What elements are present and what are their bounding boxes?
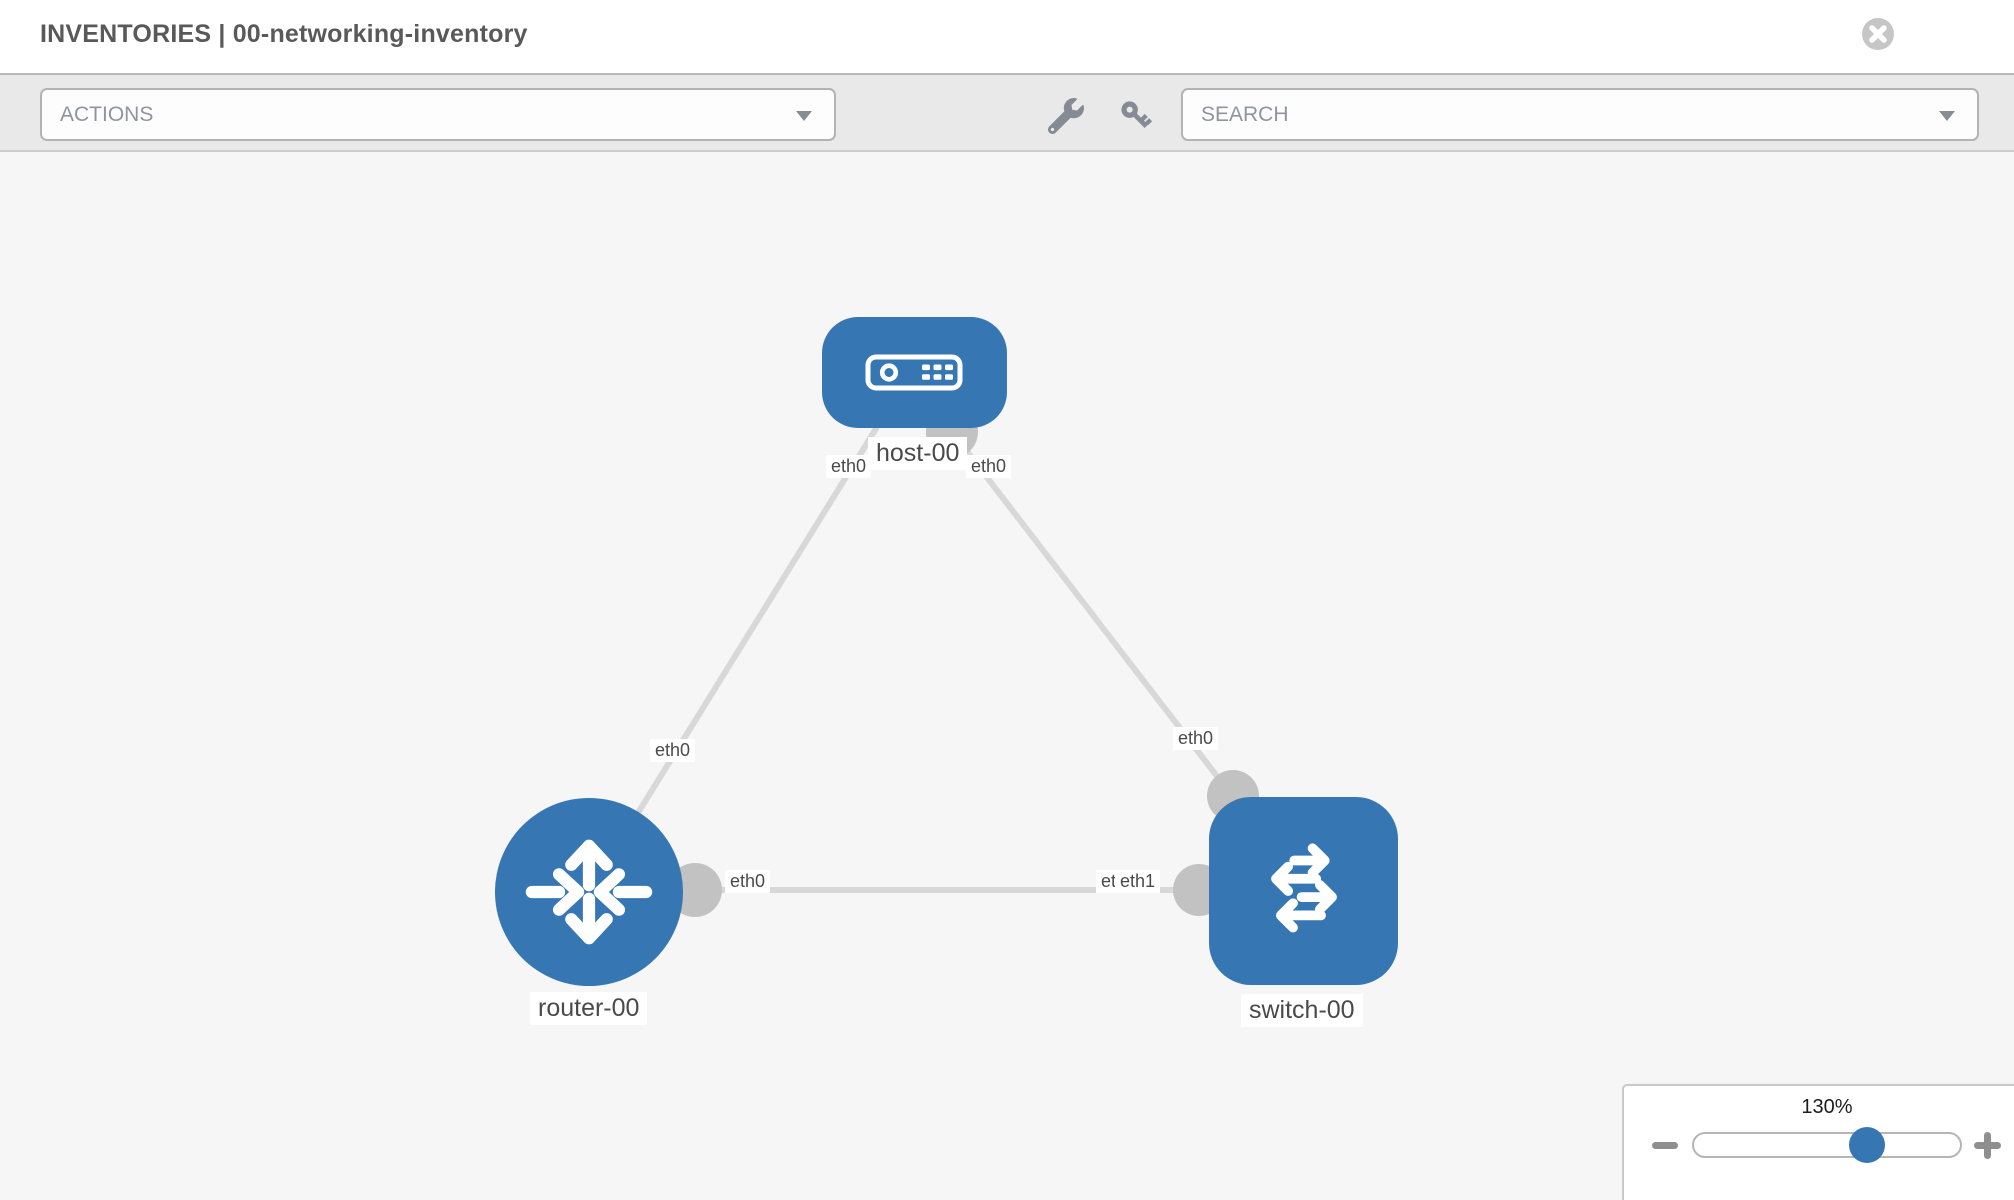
port-label-switch-eth1: eth1 bbox=[1115, 870, 1161, 893]
page-title: INVENTORIES | 00-networking-inventory bbox=[40, 20, 528, 48]
port-label-router-eth0-up: eth0 bbox=[650, 739, 696, 762]
credentials-button[interactable] bbox=[1116, 97, 1156, 137]
key-icon bbox=[1121, 100, 1153, 128]
port-label-router-eth0-right: eth0 bbox=[725, 870, 771, 893]
router-arrows-icon bbox=[525, 839, 653, 945]
actions-dropdown[interactable]: ACTIONS bbox=[40, 88, 836, 141]
node-switch-00[interactable] bbox=[1209, 797, 1398, 985]
topology-links-layer bbox=[586, 406, 1259, 917]
node-label-router: router-00 bbox=[530, 992, 648, 1025]
configure-button[interactable] bbox=[1046, 97, 1086, 137]
port-label-host-eth0-left: eth0 bbox=[826, 455, 872, 478]
actions-dropdown-label: ACTIONS bbox=[60, 102, 154, 126]
node-label-switch: switch-00 bbox=[1241, 994, 1363, 1027]
port-label-switch-eth0-up: eth0 bbox=[1173, 727, 1219, 750]
zoom-level: 130% bbox=[1801, 1096, 1853, 1118]
server-icon bbox=[865, 354, 963, 391]
node-router-00[interactable] bbox=[495, 798, 683, 986]
chevron-down-icon bbox=[1939, 111, 1955, 121]
search-dropdown-label: SEARCH bbox=[1201, 102, 1289, 126]
search-dropdown[interactable]: SEARCH bbox=[1181, 88, 1979, 141]
close-button[interactable] bbox=[1861, 17, 1895, 51]
zoom-panel: 130% bbox=[1622, 1084, 2014, 1200]
topology-canvas[interactable]: host-00 router-00 switch-00 eth0 eth0 et… bbox=[0, 152, 2014, 1200]
switch-arrows-icon bbox=[1270, 843, 1337, 933]
port-label-host-eth0-right: eth0 bbox=[966, 455, 1012, 478]
close-icon bbox=[1862, 18, 1894, 50]
zoom-slider-knob[interactable] bbox=[1849, 1127, 1885, 1163]
chevron-down-icon bbox=[796, 111, 812, 121]
node-label-host: host-00 bbox=[868, 437, 968, 470]
zoom-in-button[interactable] bbox=[1974, 1132, 2001, 1159]
wrench-icon bbox=[1047, 97, 1084, 134]
header: INVENTORIES | 00-networking-inventory bbox=[0, 0, 2014, 73]
zoom-out-button[interactable] bbox=[1652, 1142, 1678, 1149]
zoom-slider[interactable] bbox=[1692, 1127, 1962, 1163]
toolbar: ACTIONS SEARCH bbox=[0, 73, 2014, 152]
node-host-00[interactable] bbox=[822, 317, 1007, 428]
